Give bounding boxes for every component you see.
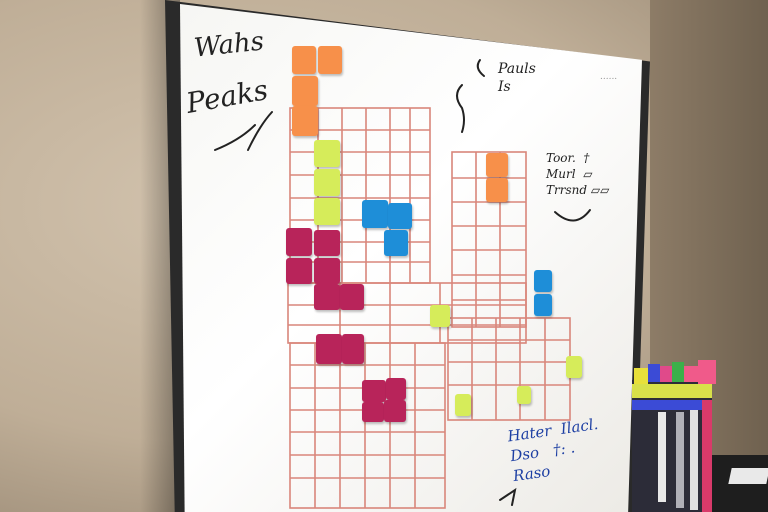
orange-block — [318, 46, 342, 74]
marker — [634, 368, 648, 384]
paper-sheet — [728, 468, 768, 484]
magenta-block — [362, 380, 386, 402]
orange-block — [486, 153, 508, 177]
blue-block — [534, 270, 552, 292]
marker — [698, 360, 716, 384]
handwriting-mid-right: Toor. † Murl ▱ Trrsnd ▱▱ — [546, 151, 610, 197]
magenta-block — [340, 284, 364, 310]
blue-block — [384, 230, 408, 256]
blue-block — [534, 294, 552, 316]
magenta-block — [316, 334, 342, 364]
lime-block — [430, 305, 450, 327]
marker-band — [632, 400, 712, 410]
magenta-block — [286, 258, 312, 284]
whiteboard-surface — [180, 4, 642, 512]
marker-band — [632, 384, 712, 398]
magenta-block — [286, 228, 312, 256]
orange-block — [292, 76, 318, 106]
handwriting-top-right: Pauls Is — [498, 61, 536, 95]
lime-block — [566, 356, 582, 378]
marker — [702, 400, 712, 512]
cup-body — [632, 380, 712, 512]
magenta-block — [362, 402, 384, 422]
magenta-block — [314, 284, 340, 310]
lime-block — [455, 394, 471, 416]
blue-block — [362, 200, 388, 228]
handwriting-corner: ...... — [600, 72, 618, 82]
grid-lower-left — [289, 342, 446, 509]
blue-block — [388, 203, 412, 229]
marker — [648, 364, 660, 382]
marker — [672, 362, 684, 382]
marker — [690, 410, 698, 510]
lime-block — [314, 198, 340, 225]
lime-block — [314, 140, 340, 167]
lime-block — [314, 169, 340, 196]
handwriting-bottom-blue: Hater Ilacl. Dso †: . Raso — [506, 414, 600, 486]
magenta-block — [342, 334, 364, 364]
marker-cup — [632, 360, 716, 512]
magenta-block — [384, 400, 406, 422]
marker — [660, 366, 672, 382]
bracket-stroke — [456, 84, 465, 133]
magenta-block — [386, 378, 406, 400]
magenta-block — [314, 258, 340, 284]
marker — [658, 412, 666, 502]
orange-block — [486, 178, 508, 202]
marker-strokes — [214, 59, 591, 506]
grid-right — [451, 151, 527, 328]
orange-block — [292, 46, 316, 74]
lime-block — [517, 386, 531, 404]
marker — [676, 412, 684, 508]
magenta-block — [314, 230, 340, 256]
marker — [684, 366, 698, 382]
orange-block — [292, 106, 318, 136]
arrow-stroke — [214, 124, 256, 151]
